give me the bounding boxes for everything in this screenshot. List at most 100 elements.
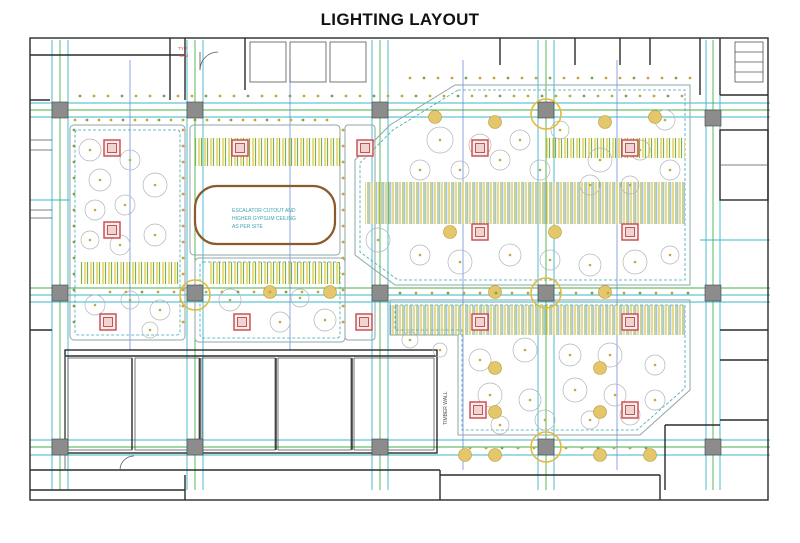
pendant-light-icon: [488, 115, 502, 129]
spot-dot-icon: [341, 128, 345, 132]
spot-dot-icon: [508, 253, 512, 257]
spot-dot-icon: [341, 304, 345, 308]
pendant-light-icon: [88, 168, 112, 192]
spot-dot-icon: [181, 256, 185, 260]
pendant-light-icon: [468, 348, 492, 372]
pendant-light-icon: [512, 337, 538, 363]
column-icon: [371, 284, 389, 302]
pendant-light-icon: [447, 249, 473, 275]
downlight-square-icon: [103, 317, 113, 327]
spot-dot-icon: [72, 128, 76, 132]
spot-dot-icon: [422, 76, 426, 80]
spot-dot-icon: [98, 178, 102, 182]
spot-dot-icon: [418, 253, 422, 257]
pendant-light-icon: [603, 383, 627, 407]
spot-dot-icon: [72, 208, 76, 212]
spot-dot-icon: [252, 290, 256, 294]
spot-dot-icon: [400, 94, 404, 98]
spot-dot-icon: [120, 94, 124, 98]
spot-dot-icon: [548, 258, 552, 262]
linear-light-strips: [80, 138, 685, 335]
spot-dot-icon: [92, 94, 96, 98]
spot-dot-icon: [580, 446, 584, 450]
spot-dot-icon: [128, 158, 132, 162]
spot-dot-icon: [284, 290, 288, 294]
pendant-light-icon: [578, 253, 602, 277]
downlight-square-icon: [625, 227, 635, 237]
spot-dot-icon: [158, 308, 162, 312]
spot-dot-icon: [663, 118, 667, 122]
spot-dot-icon: [554, 94, 558, 98]
spot-dot-icon: [341, 208, 345, 212]
spot-dot-icon: [622, 291, 626, 295]
spot-dot-icon: [72, 256, 76, 260]
pendant-light-icon: [426, 126, 454, 154]
spot-dot-icon: [205, 118, 209, 122]
spot-dot-icon: [133, 118, 137, 122]
spot-dot-icon: [512, 94, 516, 98]
downlight-squares: [99, 139, 639, 419]
pendant-light-icon: [648, 110, 662, 124]
column-icon: [704, 284, 722, 302]
spot-dot-icon: [492, 76, 496, 80]
spot-dot-icon: [204, 290, 208, 294]
spot-dot-icon: [576, 76, 580, 80]
pendant-light-icon: [579, 174, 601, 196]
spot-dot-icon: [106, 94, 110, 98]
spot-dot-icon: [325, 118, 329, 122]
spot-dot-icon: [358, 94, 362, 98]
spot-dot-icon: [398, 291, 402, 295]
spot-dot-icon: [193, 118, 197, 122]
spot-dot-icon: [78, 94, 82, 98]
spot-dot-icon: [540, 94, 544, 98]
pendant-light-icon: [119, 149, 141, 171]
spot-dot-icon: [73, 118, 77, 122]
spot-dot-icon: [153, 233, 157, 237]
spot-dot-icon: [596, 94, 600, 98]
spot-dot-icon: [181, 118, 185, 122]
spot-dot-icon: [148, 328, 152, 332]
spot-dot-icon: [265, 118, 269, 122]
feature-ring-icon: [530, 431, 562, 463]
spot-dot-icon: [157, 118, 161, 122]
escalator-note-line-1: ESCALATOR CUTOUT AND: [232, 208, 296, 214]
spot-dot-icon: [638, 94, 642, 98]
spot-dot-icon: [506, 76, 510, 80]
spot-dot-icon: [646, 76, 650, 80]
spot-dot-icon: [670, 291, 674, 295]
spot-dot-icon: [498, 94, 502, 98]
pendant-light-icon: [428, 110, 442, 124]
downlight-square-icon: [625, 317, 635, 327]
spot-dot-icon: [543, 418, 547, 422]
spot-dot-icon: [588, 263, 592, 267]
pendant-light-icon: [593, 405, 607, 419]
spot-dot-icon: [450, 76, 454, 80]
pendant-light-icon: [534, 409, 556, 431]
spot-dot-icon: [124, 290, 128, 294]
pendant-light-icon: [143, 223, 167, 247]
spot-dot-icon: [121, 118, 125, 122]
spot-dot-icon: [652, 94, 656, 98]
feature-ring-icon: [530, 277, 562, 309]
spot-dot-icon: [442, 94, 446, 98]
spot-dot-icon: [181, 144, 185, 148]
column-icon: [51, 284, 69, 302]
spot-dot-icon: [181, 192, 185, 196]
spot-dot-icon: [88, 238, 92, 242]
spot-dot-icon: [644, 446, 648, 450]
pendant-light-icon: [620, 175, 640, 195]
yellow-disc-lights: [263, 110, 662, 462]
spot-dot-icon: [618, 76, 622, 80]
spot-dot-icon: [341, 144, 345, 148]
feature-ring-icon: [530, 98, 562, 130]
linear-light-icon: [80, 262, 180, 284]
pendant-light-icon: [593, 361, 607, 375]
linear-light-icon: [365, 182, 685, 224]
spot-dot-icon: [612, 446, 616, 450]
structural-columns: [51, 101, 722, 456]
column-icon: [51, 101, 69, 119]
spot-dot-icon: [301, 118, 305, 122]
spot-dot-icon: [590, 291, 594, 295]
spot-dot-icon: [217, 118, 221, 122]
